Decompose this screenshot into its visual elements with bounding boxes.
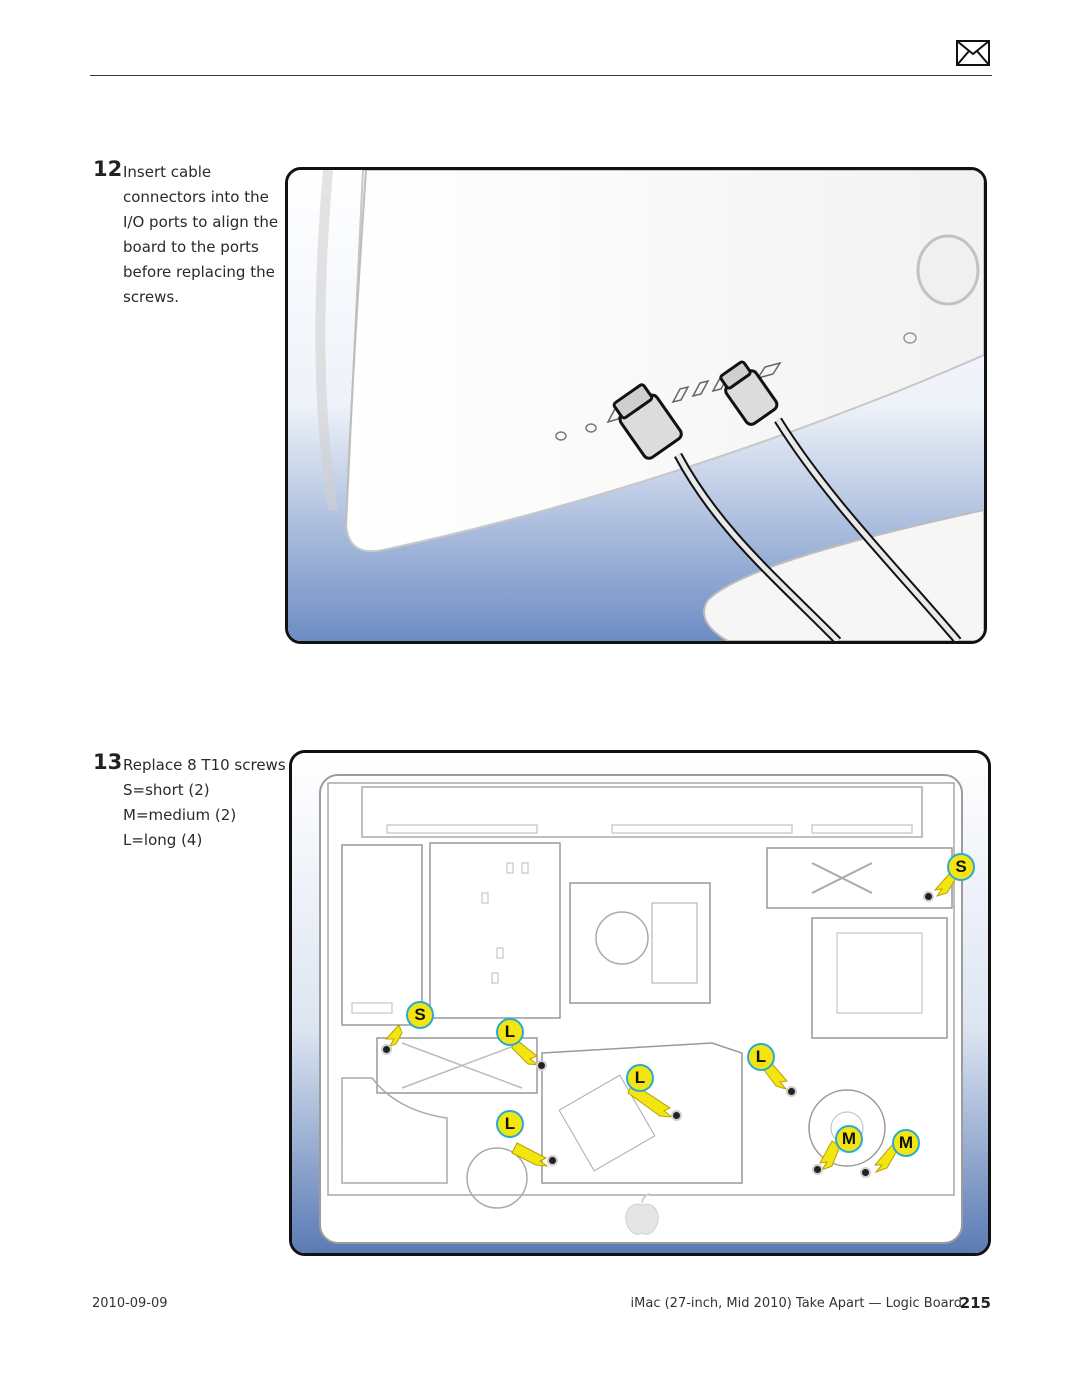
figure-io-cables — [285, 167, 987, 644]
screw-long — [671, 1110, 682, 1121]
screw-long — [786, 1086, 797, 1097]
io-cables-illustration — [288, 170, 984, 641]
footer-date: 2010-09-09 — [92, 1296, 168, 1311]
step-line: board to the ports — [123, 238, 259, 256]
step-line: Insert cable — [123, 163, 212, 181]
screw-medium — [812, 1164, 823, 1175]
screw-short — [923, 891, 934, 902]
step-line: I/O ports to align the — [123, 213, 279, 231]
logic-board-illustration — [292, 753, 988, 1253]
screw-long — [536, 1060, 547, 1071]
long-screw-callout: L — [747, 1043, 775, 1071]
step-line: S=short (2) — [123, 781, 210, 799]
medium-screw-callout: M — [892, 1129, 920, 1157]
long-screw-callout: L — [626, 1064, 654, 1092]
step-line: L=long (4) — [123, 831, 203, 849]
screw-long — [547, 1155, 558, 1166]
step-instructions: Replace 8 T10 screws S=short (2) M=mediu… — [123, 753, 286, 853]
footer-title: iMac (27-inch, Mid 2010) Take Apart — Lo… — [630, 1296, 962, 1311]
short-screw-callout: S — [406, 1001, 434, 1029]
long-screw-callout: L — [496, 1110, 524, 1138]
step-line: M=medium (2) — [123, 806, 237, 824]
short-screw-callout: S — [947, 853, 975, 881]
long-screw-callout: L — [496, 1018, 524, 1046]
step-number: 12 — [93, 157, 123, 181]
figure-logic-board-screws: L L L L S S M M — [289, 750, 991, 1256]
step-line: Replace 8 T10 screws — [123, 756, 286, 774]
screw-medium — [860, 1167, 871, 1178]
screw-short — [381, 1044, 392, 1055]
step-line: before replacing the — [123, 263, 275, 281]
step-line: connectors into the — [123, 188, 269, 206]
step-number: 13 — [93, 750, 123, 774]
step-instructions: Insert cable connectors into the I/O por… — [123, 160, 283, 310]
step-line: screws. — [123, 288, 179, 306]
mail-icon[interactable] — [956, 40, 990, 66]
medium-screw-callout: M — [835, 1125, 863, 1153]
page-number: 215 — [959, 1294, 991, 1312]
header-rule — [90, 75, 992, 76]
